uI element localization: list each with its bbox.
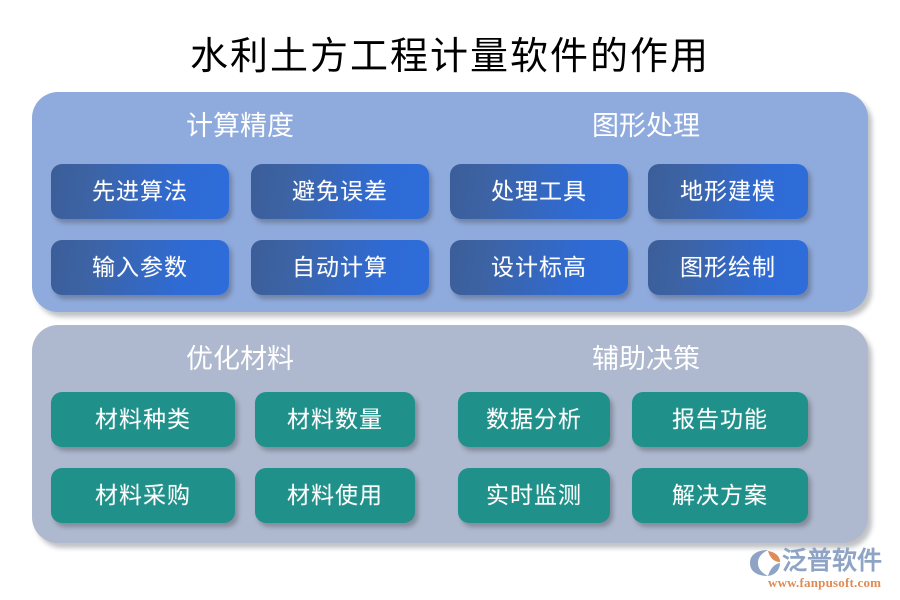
item-box-auto-calculation[interactable]: 自动计算: [251, 240, 429, 295]
item-box-material-procurement[interactable]: 材料采购: [51, 468, 235, 523]
item-box-avoid-error[interactable]: 避免误差: [251, 164, 429, 219]
fanpu-leaf-icon: [748, 549, 782, 577]
item-box-advanced-algorithm[interactable]: 先进算法: [51, 164, 229, 219]
item-box-input-parameters[interactable]: 输入参数: [51, 240, 229, 295]
panel-upper: 计算精度 图形处理 先进算法 避免误差 输入参数 自动计算 处理工具 地形建模 …: [32, 92, 868, 312]
page-title: 水利土方工程计量软件的作用: [189, 36, 710, 78]
item-box-data-analysis[interactable]: 数据分析: [458, 392, 610, 447]
item-box-material-quantity[interactable]: 材料数量: [255, 392, 415, 447]
logo-wordmark: 泛普软件: [782, 548, 883, 575]
logo-url: www.fanpusoft.com: [768, 575, 882, 590]
item-box-processing-tools[interactable]: 处理工具: [450, 164, 628, 219]
panel-lower: 优化材料 辅助决策 材料种类 材料数量 材料采购 材料使用 数据分析 报告功能 …: [32, 325, 868, 543]
group-heading-decision-support: 辅助决策: [592, 344, 700, 374]
item-box-material-usage[interactable]: 材料使用: [255, 468, 415, 523]
item-box-terrain-modeling[interactable]: 地形建模: [648, 164, 808, 219]
item-box-graphic-drawing[interactable]: 图形绘制: [648, 240, 808, 295]
brand-logo[interactable]: 泛普软件 www.fanpusoft.com: [748, 547, 894, 593]
group-heading-graphics-processing: 图形处理: [592, 111, 700, 141]
item-box-material-types[interactable]: 材料种类: [51, 392, 235, 447]
group-heading-calculation-accuracy: 计算精度: [186, 111, 294, 141]
item-box-realtime-monitoring[interactable]: 实时监测: [458, 468, 610, 523]
item-box-design-elevation[interactable]: 设计标高: [450, 240, 628, 295]
item-box-solution-plan[interactable]: 解决方案: [632, 468, 808, 523]
group-heading-material-optimization: 优化材料: [186, 344, 294, 374]
item-box-report-function[interactable]: 报告功能: [632, 392, 808, 447]
